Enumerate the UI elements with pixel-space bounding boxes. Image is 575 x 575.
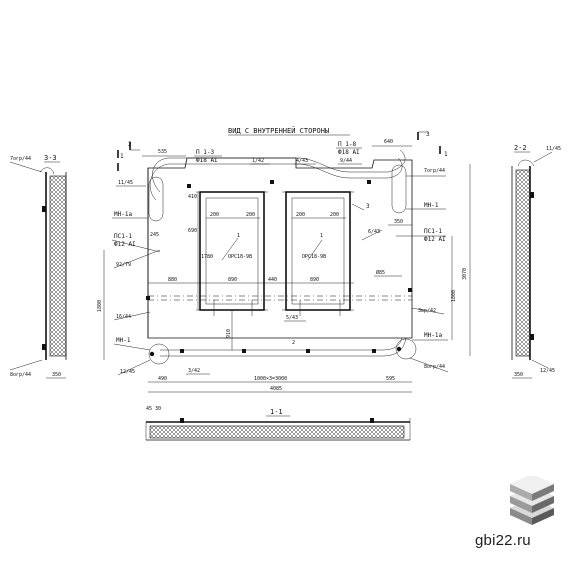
dim-595: 595 (386, 376, 395, 382)
callout-3-42: 3/42 (188, 368, 200, 374)
callout-p13-spec: Ф18 АI (196, 157, 218, 164)
dim-245: 245 (150, 232, 159, 238)
window-right (282, 191, 354, 316)
callout-7gr-44: 7огр/44 (424, 168, 445, 174)
left-callout-8gr: 8огр/44 (10, 372, 31, 378)
dim-410: 410 (188, 194, 197, 200)
dim-690: 690 (188, 228, 197, 234)
stacked-slabs-icon (510, 476, 554, 525)
window-left-label: ОРС18-9В (228, 254, 252, 260)
dim-4085: 4085 (270, 386, 282, 392)
right-dim-350: 350 (514, 372, 523, 378)
dim-910: 910 (226, 329, 232, 338)
svg-text:1: 1 (444, 151, 448, 158)
site-watermark: gbi22.ru (475, 532, 531, 549)
dim-890-a: 890 (228, 277, 237, 283)
section-mark-3-top: 3 1 (417, 131, 448, 158)
drawing-title: ВИД С ВНУТРЕННЕЙ СТОРОНЫ (228, 126, 329, 135)
callout-mn1a-bottom-right: МН-1а (424, 332, 442, 339)
item-2-bottom: 2 (292, 340, 295, 346)
dim-490: 490 (158, 376, 167, 382)
window-left-item: 1 (237, 233, 240, 239)
dim-200-d: 200 (330, 212, 339, 218)
callout-ps11-left-name: ПС1-1 (114, 233, 132, 240)
callout-9-44: 9/44 (340, 158, 352, 164)
callout-p18-spec: Ф18 АI (338, 149, 360, 156)
callout-92-79: 92/79 (116, 262, 131, 268)
section-2-2 (511, 159, 535, 360)
dim-1800-right: 1800 (451, 290, 457, 302)
callout-mn1a-top-left: МН-1а (114, 211, 132, 218)
main-panel (146, 149, 417, 365)
callout-p18-name: П 1-8 (338, 141, 356, 148)
right-callout-11-45: 11/45 (546, 146, 561, 152)
callout-ps11-right-name: ПС1-1 (424, 228, 442, 235)
left-callout-7gr: 7огр/44 (10, 156, 31, 162)
dim-1800-left: 1800 (97, 300, 103, 312)
dim-phi85: Ø85 (376, 269, 385, 276)
callout-16-44: 16/44 (116, 314, 131, 320)
section-mark-1-top: 1 (117, 150, 124, 171)
svg-text:1: 1 (120, 153, 124, 160)
callout-4-43: 4/43 (296, 158, 308, 164)
dim-880: 880 (168, 277, 177, 283)
callout-p13-name: П 1-3 (196, 149, 214, 156)
bottom-dim-45-30: 45 30 (146, 406, 161, 412)
callout-1-42: 1/42 (252, 158, 264, 164)
dim-200-c: 200 (296, 212, 305, 218)
dim-1780: 1780 (201, 254, 213, 260)
callout-5-43: 5/43 (286, 315, 298, 321)
callout-12-45: 12/45 (120, 369, 135, 375)
section-2-2-title: 2-2 (514, 144, 527, 152)
dim-890-b: 890 (310, 277, 319, 283)
dim-440: 440 (268, 277, 277, 283)
section-1-1-title: 1-1 (270, 408, 283, 416)
svg-text:3: 3 (426, 131, 430, 138)
section-1-1 (145, 418, 411, 441)
dim-200-b: 200 (246, 212, 255, 218)
callout-11-45: 11/45 (118, 180, 133, 186)
section-mark-3-mid: 3 (351, 203, 370, 211)
callout-6-43: 6/43 (368, 229, 380, 235)
section-3-3-title: 3-3 (44, 154, 57, 162)
dim-535: 535 (158, 149, 167, 155)
dim-200-a: 200 (210, 212, 219, 218)
svg-text:2: 2 (128, 141, 132, 148)
callout-mn1-bottom-left: МН-1 (116, 337, 131, 344)
callout-ps11-left-spec: Ф12 АI (114, 241, 136, 248)
svg-text:3: 3 (366, 203, 370, 210)
section-mark-2-top: 2 (128, 141, 140, 151)
dim-350: 350 (394, 219, 403, 225)
window-right-label: ОРС18-9В (302, 254, 326, 260)
window-right-item: 1 (320, 233, 323, 239)
left-dim-350: 350 (52, 372, 61, 378)
callout-ps11-right-spec: Ф12 АI (424, 236, 446, 243)
right-callout-12-45: 12/45 (540, 368, 555, 374)
dim-3070: 3070 (462, 268, 468, 280)
dim-3000: 1000×3=3000 (254, 376, 287, 382)
callout-mn1-top-right: МН-1 (424, 202, 439, 209)
dim-640: 640 (384, 139, 393, 145)
section-3-3 (39, 167, 67, 360)
